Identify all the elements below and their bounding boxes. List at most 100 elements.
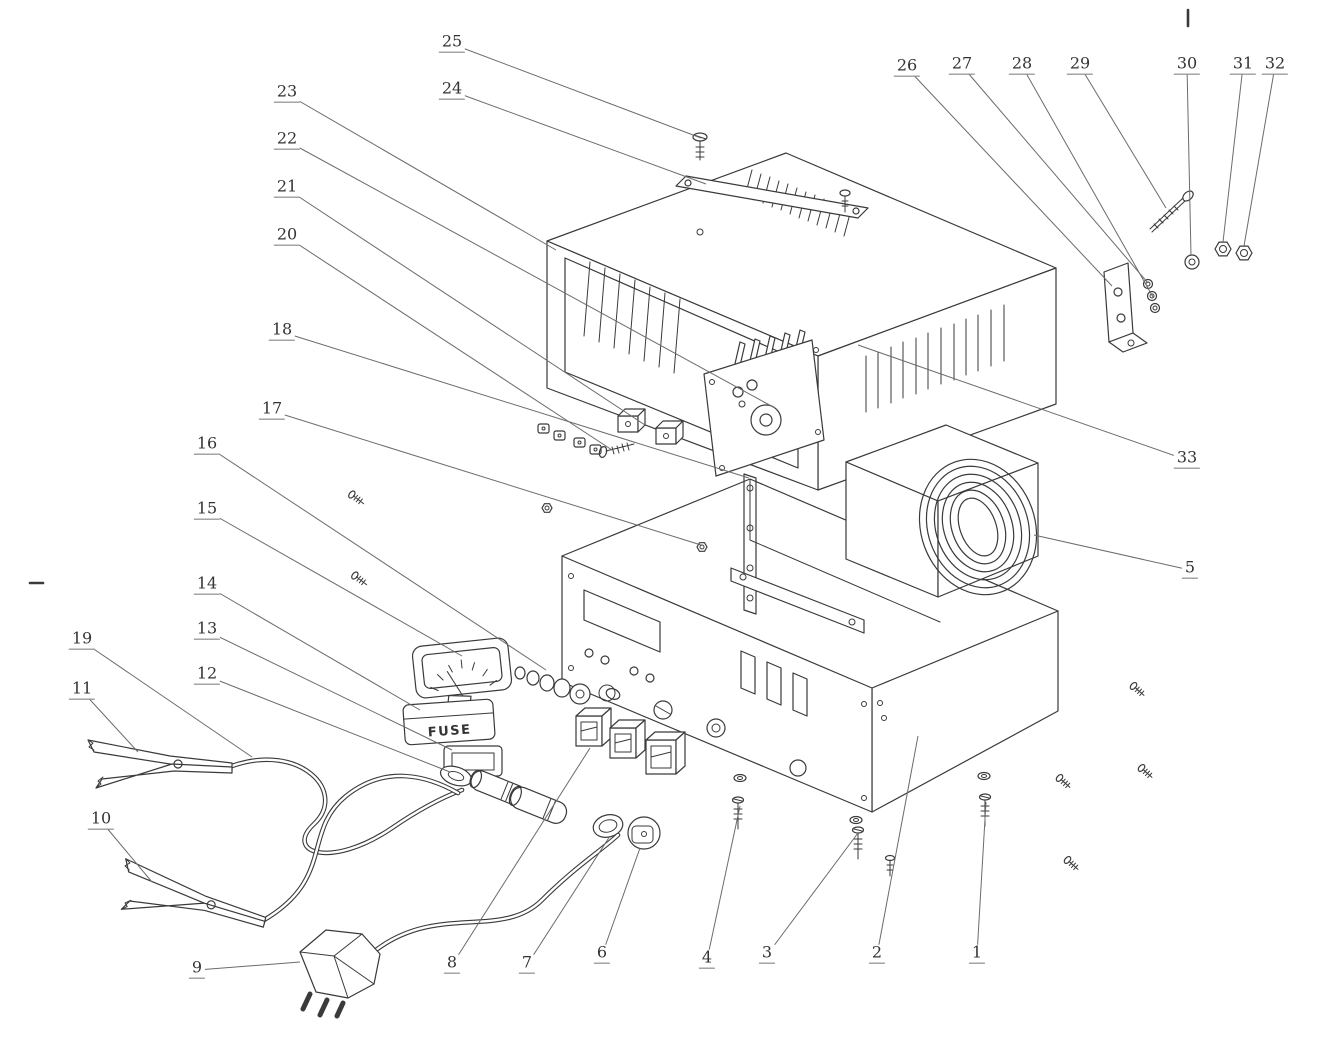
shaft-stack [514, 666, 616, 705]
leader-line-part-27 [961, 65, 1149, 284]
flat-washer [1184, 254, 1200, 270]
part-callout-23: 23 [273, 83, 301, 103]
mounting-bracket [1103, 262, 1148, 353]
leader-line-part-25 [451, 43, 702, 139]
inner-panel-part [703, 339, 825, 477]
part-callout-27: 27 [948, 55, 976, 75]
anchor-screw [1063, 855, 1079, 871]
artifact-mark [28, 8, 1190, 585]
leader-line-part-12 [206, 675, 451, 773]
leader-line-part-29 [1079, 65, 1167, 209]
power-plug [299, 929, 381, 1019]
part-callout-12: 12 [193, 665, 221, 685]
leader-line-part-19 [81, 640, 253, 758]
part-callout-19: 19 [68, 630, 96, 650]
strip-screw [839, 189, 851, 213]
small-nuts [537, 423, 602, 455]
display-cutout [583, 589, 661, 653]
fuse-label: FUSE [427, 722, 472, 740]
part-callout-33: 33 [1173, 449, 1201, 469]
leader-line-part-5 [1033, 534, 1191, 571]
part-callout-5: 5 [1181, 559, 1199, 579]
clamp-cable [229, 757, 465, 923]
leader-line-part-8 [451, 747, 591, 966]
mount-ring [592, 814, 624, 838]
part-callout-22: 22 [273, 130, 301, 150]
fuse-holder-part: FUSE [402, 698, 496, 746]
cover-side-vents [865, 304, 1005, 413]
leader-line-part-22 [286, 140, 776, 409]
bottom-screws [731, 771, 992, 877]
part-callout-7: 7 [518, 954, 536, 974]
part-callout-1: 1 [968, 944, 986, 964]
leader-line-part-1 [976, 801, 987, 956]
leader-line-part-15 [206, 510, 463, 657]
leader-line-part-10 [100, 820, 153, 883]
transformer-part [845, 424, 1039, 598]
leader-line-part-11 [81, 690, 139, 753]
mounting-bar [730, 567, 865, 634]
part-callout-32: 32 [1261, 55, 1289, 75]
anchor-screw [1055, 773, 1071, 789]
panel-screw [598, 442, 635, 458]
leader-line-part-30 [1186, 65, 1192, 257]
leader-line-part-16 [206, 445, 547, 671]
part-callout-21: 21 [273, 178, 301, 198]
leader-line-part-31 [1222, 65, 1244, 243]
leader-line-part-4 [706, 805, 741, 961]
power-cord [373, 832, 621, 953]
part-callout-9: 9 [188, 959, 206, 979]
long-bolt [1149, 190, 1194, 233]
part-callout-24: 24 [438, 80, 466, 100]
part-callout-20: 20 [273, 226, 301, 246]
cover-interior-vents [583, 261, 681, 374]
leader-line-part-32 [1243, 65, 1276, 247]
terminal-blocks [617, 408, 684, 445]
leader-line-part-14 [206, 585, 421, 711]
leader-line-part-7 [526, 835, 611, 966]
leader-line-part-24 [451, 90, 707, 185]
part-callout-10: 10 [87, 810, 115, 830]
tiny-screw [348, 490, 365, 505]
part-callout-30: 30 [1173, 55, 1201, 75]
part-callout-2: 2 [868, 944, 886, 964]
part-callout-17: 17 [258, 400, 286, 420]
part-callout-28: 28 [1008, 55, 1036, 75]
leader-line-part-28 [1021, 65, 1154, 298]
part-callout-6: 6 [593, 944, 611, 964]
part-callout-31: 31 [1229, 55, 1257, 75]
rocker-switches [575, 707, 686, 775]
part-callout-8: 8 [443, 954, 461, 974]
part-callout-29: 29 [1066, 55, 1094, 75]
part-callout-16: 16 [193, 435, 221, 455]
leader-line-part-6 [601, 847, 641, 956]
cover-screw [692, 132, 708, 161]
battery-clamp-upper [87, 739, 233, 789]
part-callout-3: 3 [758, 944, 776, 964]
leader-line-part-9 [196, 961, 301, 971]
part-callout-4: 4 [698, 949, 716, 969]
leader-line-part-13 [206, 630, 453, 751]
battery-clamp-lower [120, 858, 267, 928]
leader-line-part-18 [281, 331, 750, 479]
part-callout-14: 14 [193, 575, 221, 595]
part-callout-13: 13 [193, 620, 221, 640]
anchor-screw [1137, 763, 1153, 779]
leader-line-part-20 [286, 236, 613, 451]
part-callout-26: 26 [893, 57, 921, 77]
transformer-coil [918, 458, 1038, 596]
leader-line-part-23 [286, 93, 557, 251]
tiny-screw [351, 571, 368, 586]
leader-line-part-21 [286, 188, 646, 426]
leader-line-part-26 [906, 67, 1113, 287]
part-callout-18: 18 [268, 321, 296, 341]
part-callout-11: 11 [68, 680, 96, 700]
anchor-screw [1129, 681, 1145, 697]
hex-nut [1214, 241, 1253, 261]
part-callout-25: 25 [438, 33, 466, 53]
leader-line-part-2 [876, 735, 919, 956]
leader-line-part-33 [857, 344, 1188, 461]
